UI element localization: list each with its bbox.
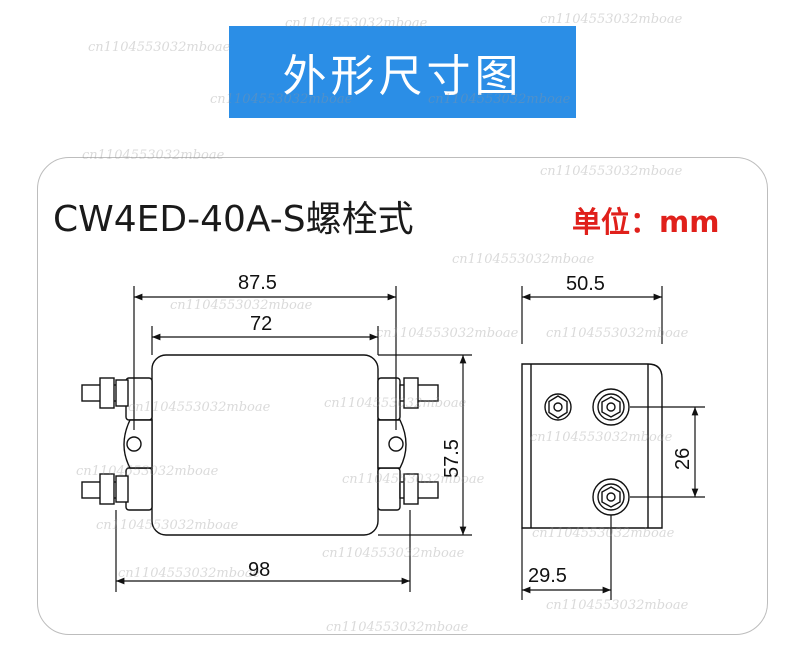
header-banner: 外形尺寸图 [229, 26, 576, 118]
right-terminals [377, 377, 439, 511]
dim-overall-width: 98 [248, 559, 270, 581]
side-plate [521, 363, 663, 529]
unit-label: 单位：mm [572, 205, 720, 239]
dim-terminal-spacing: 26 [672, 448, 694, 470]
filter-body [151, 354, 379, 536]
side-terminal-small [544, 393, 572, 421]
front-view [81, 354, 439, 536]
dim-overall-length: 87.5 [238, 272, 277, 294]
page-title: 外形尺寸图 [282, 51, 523, 102]
dim-terminal-offset: 29.5 [528, 565, 567, 587]
side-terminal-upper [592, 388, 630, 426]
front-dimensions [115, 286, 472, 592]
dim-height: 57.5 [441, 439, 463, 478]
dim-depth: 50.5 [566, 273, 605, 295]
side-terminal-lower [592, 478, 630, 516]
dim-body-length: 72 [250, 313, 272, 335]
side-view [521, 363, 663, 529]
model-title: CW4ED-40A-S螺栓式 [53, 199, 414, 240]
left-terminals [81, 377, 153, 511]
side-dimensions [521, 286, 705, 600]
